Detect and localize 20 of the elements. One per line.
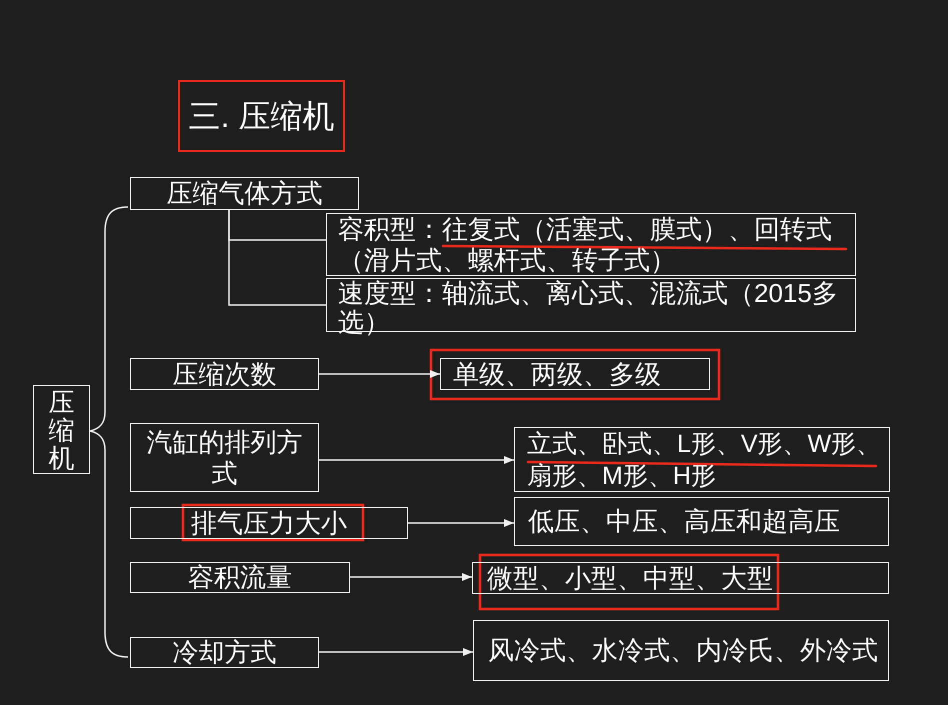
category-box: 压缩次数 (130, 358, 319, 390)
category-box: 冷却方式 (130, 637, 319, 668)
option-box: 风冷式、水冷式、内冷氏、外冷式 (473, 620, 889, 681)
title: 三. 压缩机 (178, 80, 345, 152)
option-box: 单级、两级、多级 (440, 358, 710, 390)
category-box: 容积流量 (130, 562, 350, 593)
connector-line (228, 210, 326, 306)
option-box: 立式、卧式、L形、V形、W形、扇形、M形、H形 (514, 427, 890, 492)
option-box: 低压、中压、高压和超高压 (514, 497, 889, 546)
arrow (350, 573, 472, 581)
root-box: 压缩机 (33, 385, 90, 474)
arrow (319, 648, 473, 656)
arrow (319, 456, 514, 464)
option-box: 微型、小型、中型、大型 (472, 562, 889, 594)
category-box: 排气压力大小 (130, 507, 408, 539)
arrow (408, 519, 514, 527)
category-box: 汽缸的排列方式 (130, 423, 319, 492)
category-box: 压缩气体方式 (130, 177, 359, 210)
option-box: 容积型：往复式（活塞式、膜式）、回转式（滑片式、螺杆式、转子式） (326, 213, 856, 276)
arrow (319, 370, 440, 378)
